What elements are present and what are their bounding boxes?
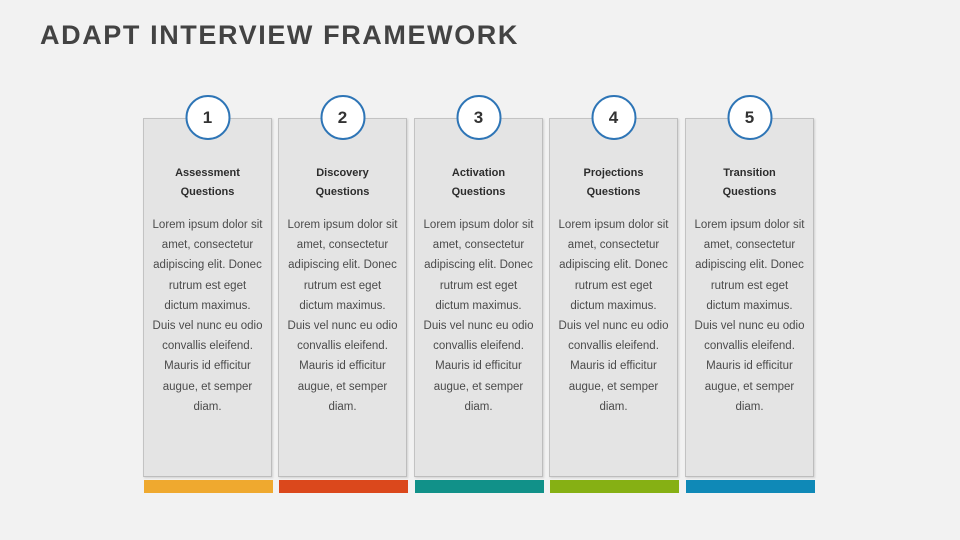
step-number-badge[interactable]: 3 <box>456 95 501 140</box>
step-number-badge[interactable]: 5 <box>727 95 772 140</box>
accent-bar <box>686 480 815 493</box>
column-heading-line1: Discovery <box>316 167 369 179</box>
column-heading-line1: Transition <box>723 167 776 179</box>
column-body-text: Lorem ipsum dolor sit amet, consectetur … <box>423 219 534 413</box>
accent-bar <box>415 480 544 493</box>
column-card[interactable]: Projections Questions Lorem ipsum dolor … <box>549 118 678 477</box>
column-heading-line1: Projections <box>583 167 644 179</box>
framework-column[interactable]: Projections Questions Lorem ipsum dolor … <box>549 95 679 498</box>
accent-bar <box>279 480 408 493</box>
accent-bar <box>550 480 679 493</box>
column-body-text: Lorem ipsum dolor sit amet, consectetur … <box>694 219 805 413</box>
column-card[interactable]: Activation Questions Lorem ipsum dolor s… <box>414 118 543 477</box>
column-body-text: Lorem ipsum dolor sit amet, consectetur … <box>287 219 398 413</box>
column-body-text: Lorem ipsum dolor sit amet, consectetur … <box>558 219 669 413</box>
framework-column[interactable]: Activation Questions Lorem ipsum dolor s… <box>414 95 544 498</box>
column-heading-line2: Questions <box>586 186 641 198</box>
column-heading-line1: Activation <box>451 167 506 179</box>
column-heading: Assessment Questions <box>150 164 265 202</box>
column-heading-line2: Questions <box>180 186 235 198</box>
step-number-badge[interactable]: 4 <box>591 95 636 140</box>
column-body-text: Lorem ipsum dolor sit amet, consectetur … <box>152 219 263 413</box>
framework-columns: Assessment Questions Lorem ipsum dolor s… <box>143 95 815 498</box>
column-heading-line2: Questions <box>722 186 777 198</box>
step-number-badge[interactable]: 1 <box>185 95 230 140</box>
page-title: ADAPT INTERVIEW FRAMEWORK <box>40 20 519 50</box>
step-number-badge[interactable]: 2 <box>320 95 365 140</box>
column-card[interactable]: Transition Questions Lorem ipsum dolor s… <box>685 118 814 477</box>
accent-bar <box>144 480 273 493</box>
column-heading-line1: Assessment <box>175 167 240 179</box>
column-heading: Activation Questions <box>421 164 536 202</box>
column-card[interactable]: Discovery Questions Lorem ipsum dolor si… <box>278 118 407 477</box>
framework-column[interactable]: Discovery Questions Lorem ipsum dolor si… <box>278 95 408 498</box>
column-heading: Discovery Questions <box>285 164 400 202</box>
column-card[interactable]: Assessment Questions Lorem ipsum dolor s… <box>143 118 272 477</box>
framework-column[interactable]: Transition Questions Lorem ipsum dolor s… <box>685 95 815 498</box>
column-heading: Projections Questions <box>556 164 671 202</box>
column-heading-line2: Questions <box>451 186 506 198</box>
framework-column[interactable]: Assessment Questions Lorem ipsum dolor s… <box>143 95 273 498</box>
column-heading: Transition Questions <box>692 164 807 202</box>
column-heading-line2: Questions <box>315 186 370 198</box>
